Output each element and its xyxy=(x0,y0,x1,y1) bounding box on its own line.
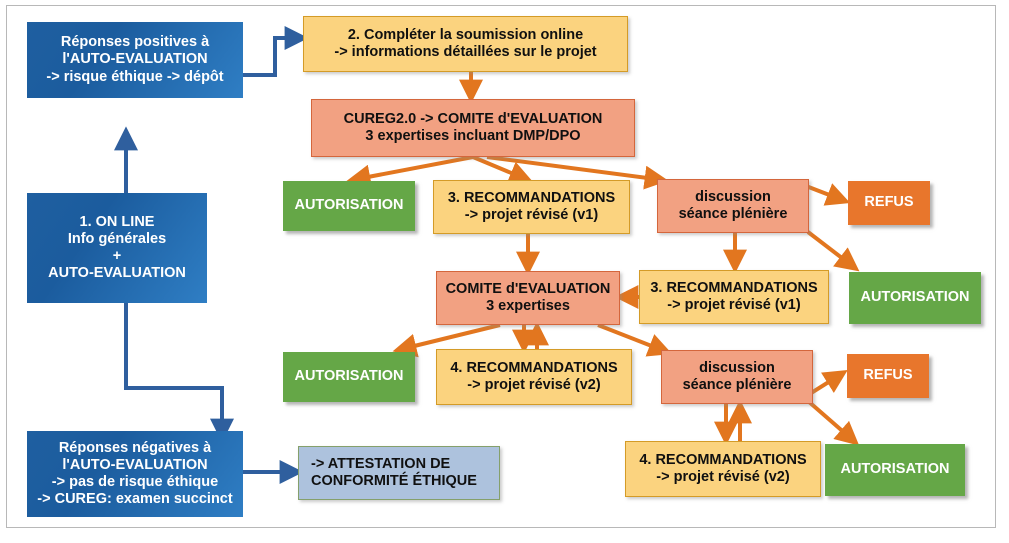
node-discussion-pleniere-2[interactable]: discussion séance plénière xyxy=(661,350,813,404)
node-discussion-pleniere-1[interactable]: discussion séance plénière xyxy=(657,179,809,233)
node-autorisation-1[interactable]: AUTORISATION xyxy=(283,181,415,231)
diagram-frame xyxy=(6,5,996,528)
node-positive-responses[interactable]: Réponses positives à l'AUTO-EVALUATION -… xyxy=(27,22,243,98)
node-comite-evaluation[interactable]: COMITE d'EVALUATION 3 expertises xyxy=(436,271,620,325)
node-submission-online[interactable]: 2. Compléter la soumission online -> inf… xyxy=(303,16,628,72)
node-recommandations-v1-left[interactable]: 3. RECOMMANDATIONS -> projet révisé (v1) xyxy=(433,180,630,234)
node-autorisation-4[interactable]: AUTORISATION xyxy=(825,444,965,496)
node-autorisation-2[interactable]: AUTORISATION xyxy=(849,272,981,324)
node-recommandations-v1-right[interactable]: 3. RECOMMANDATIONS -> projet révisé (v1) xyxy=(639,270,829,324)
node-autorisation-3[interactable]: AUTORISATION xyxy=(283,352,415,402)
node-online-self-evaluation[interactable]: 1. ON LINE Info générales + AUTO-EVALUAT… xyxy=(27,193,207,303)
node-refus-1[interactable]: REFUS xyxy=(848,181,930,225)
node-refus-2[interactable]: REFUS xyxy=(847,354,929,398)
node-cureg-committee[interactable]: CUREG2.0 -> COMITE d'EVALUATION 3 expert… xyxy=(311,99,635,157)
node-recommandations-v2-bottom[interactable]: 4. RECOMMANDATIONS -> projet révisé (v2) xyxy=(625,441,821,497)
node-negative-responses[interactable]: Réponses négatives à l'AUTO-EVALUATION -… xyxy=(27,431,243,517)
node-attestation-conformite[interactable]: -> ATTESTATION DE CONFORMITÉ ÉTHIQUE xyxy=(298,446,500,500)
node-recommandations-v2-left[interactable]: 4. RECOMMANDATIONS -> projet révisé (v2) xyxy=(436,349,632,405)
